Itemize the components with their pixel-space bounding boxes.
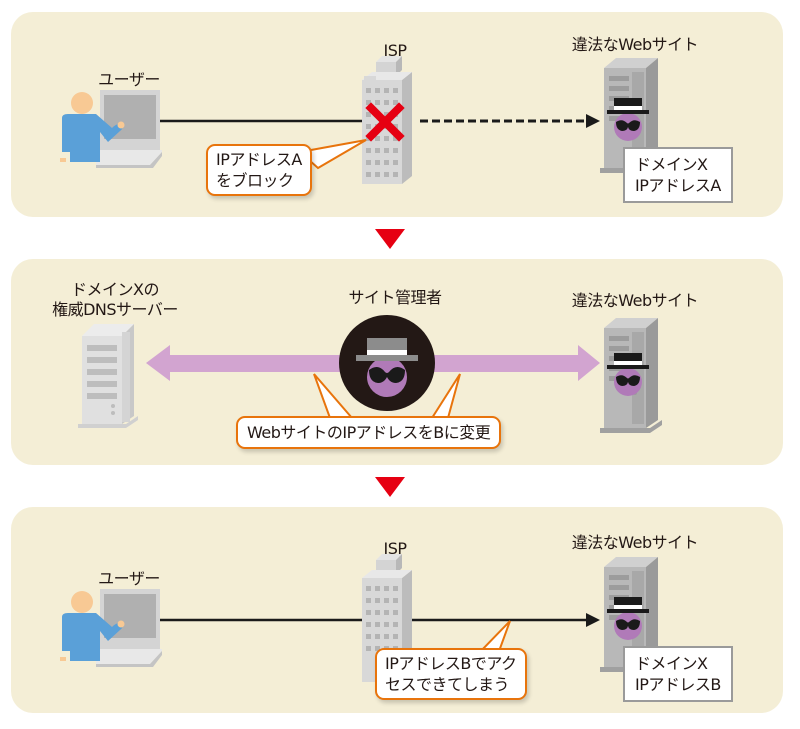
ip-text: IPアドレスB xyxy=(635,675,721,694)
dns-server-icon xyxy=(78,324,138,428)
user-label: ユーザー xyxy=(98,569,160,588)
block-callout: IPアドレスA をブロック xyxy=(206,144,312,196)
user-label: ユーザー xyxy=(98,70,160,89)
user-at-laptop-icon xyxy=(60,589,162,667)
isp-label: ISP xyxy=(383,41,407,60)
isp-label: ISP xyxy=(383,539,407,558)
dns-label-line-1: ドメインXの xyxy=(71,280,159,299)
callout-line-1: IPアドレスA xyxy=(216,150,302,169)
site-admin-label: サイト管理者 xyxy=(348,288,442,307)
callout-line-1: IPアドレスBでアク xyxy=(385,654,517,673)
user-at-laptop-icon xyxy=(60,90,162,168)
dns-label-line-2: 権威DNSサーバー xyxy=(52,300,178,319)
change-ip-callout: WebサイトのIPアドレスをBに変更 xyxy=(236,416,502,449)
next-step-arrow-icon xyxy=(375,229,405,249)
arrowhead-icon xyxy=(586,114,600,128)
domain-text: ドメインX xyxy=(635,654,708,673)
illegal-site-label: 違法なWebサイト xyxy=(571,533,699,552)
site-info-box: ドメインX IPアドレスA xyxy=(623,147,733,203)
illegal-site-label: 違法なWebサイト xyxy=(571,291,699,310)
block-x-icon xyxy=(365,102,405,142)
illegal-site-label: 違法なWebサイト xyxy=(571,35,699,54)
site-admin-icon xyxy=(339,315,435,411)
access-callout: IPアドレスBでアク セスできてしまう xyxy=(375,648,527,700)
ip-text: IPアドレスA xyxy=(635,176,721,195)
site-info-box: ドメインX IPアドレスB xyxy=(623,646,733,702)
domain-text: ドメインX xyxy=(635,155,708,174)
dns-server-label: ドメインXの 権威DNSサーバー xyxy=(30,280,200,320)
arrowhead-icon xyxy=(586,613,600,627)
illegal-server-icon xyxy=(600,318,662,433)
callout-line-2: をブロック xyxy=(216,171,294,190)
callout-line-2: セスできてしまう xyxy=(385,675,510,694)
next-step-arrow-icon xyxy=(375,477,405,497)
